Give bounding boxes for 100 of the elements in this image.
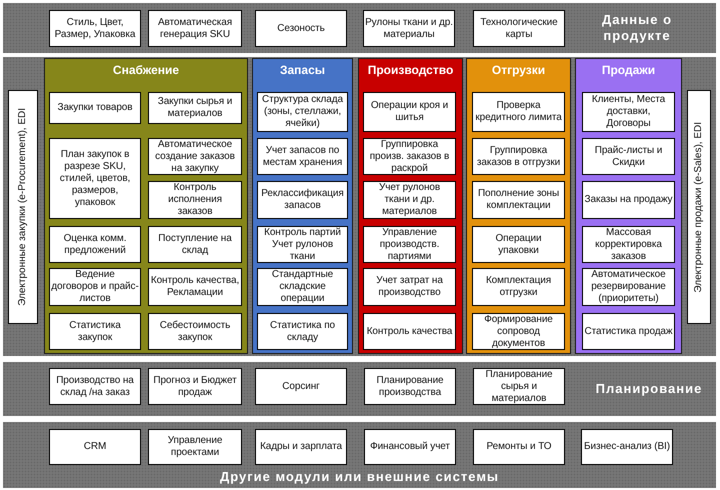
- function-label: Управление производств. партиями: [378, 226, 440, 262]
- function-box: [473, 368, 565, 405]
- module-column: [466, 58, 571, 354]
- function-box: [148, 368, 242, 405]
- function-label: Кадры и зарплата: [260, 441, 342, 453]
- function-box: [49, 92, 141, 124]
- function-box: [257, 313, 348, 350]
- function-label: Бизнес-анализ (BI): [584, 441, 670, 453]
- module-heading: Отгрузки: [490, 63, 546, 77]
- function-box: [364, 429, 456, 465]
- module-heading: Производство: [366, 63, 454, 77]
- function-box: [49, 138, 141, 219]
- function-label: Структура склада (зоны, стеллажи, ячейки): [261, 94, 344, 130]
- function-label: Учет запасов по местам хранения: [262, 144, 344, 168]
- function-label: CRM: [84, 441, 106, 453]
- function-label: Контроль качества, Рекламации: [150, 275, 240, 299]
- side-panel-label: Электронные закупки (e-Procurement), EDI: [17, 108, 29, 306]
- function-box: [472, 268, 565, 306]
- function-box: [363, 181, 456, 219]
- function-box: [148, 138, 242, 175]
- function-box: [582, 138, 675, 175]
- function-label: Сорсинг: [282, 380, 320, 392]
- function-label: Сезоность: [277, 22, 325, 34]
- function-label: Автоматическое резервирование (приоритеты): [590, 269, 667, 305]
- function-box: [148, 429, 242, 465]
- function-label: Стандартные складские операции: [270, 269, 334, 305]
- side-panel: [8, 90, 38, 324]
- function-label: Статистика продаж: [584, 326, 672, 338]
- function-label: Управление проектами: [166, 435, 224, 459]
- function-box: [148, 313, 242, 350]
- function-label: Реклассификация запасов: [260, 188, 345, 212]
- function-label: Финансовый учет: [370, 441, 450, 453]
- function-box: [148, 92, 242, 124]
- function-label: Операции кроя и шитья: [370, 100, 450, 124]
- function-label: Закупки сырья и материалов: [156, 96, 234, 120]
- function-label: Массовая корректировка заказов: [594, 226, 663, 262]
- function-label: Формирование сопровод документов: [483, 314, 554, 350]
- module-heading: Снабжение: [112, 63, 180, 77]
- function-box: [473, 10, 565, 47]
- module-column: [358, 58, 463, 354]
- module-heading: Запасы: [278, 63, 326, 77]
- function-box: [582, 226, 675, 263]
- function-box: [473, 429, 565, 465]
- function-label: Учет рулонов ткани: [270, 238, 334, 262]
- function-label: Клиенты, Места доставки, Договоры: [590, 94, 666, 130]
- section-heading: Планирование: [594, 381, 704, 397]
- function-label: Себестоимость закупок: [158, 320, 232, 344]
- function-box: [257, 138, 348, 175]
- section-band: [3, 57, 716, 356]
- function-label: Планирование сырья и материалов: [484, 368, 554, 404]
- section-heading: Другие модули или внешние системы: [218, 469, 500, 485]
- function-label: Прогноз и Бюджет продаж: [152, 374, 238, 398]
- function-box: [255, 10, 347, 47]
- function-label: Операции упаковки: [494, 232, 542, 256]
- function-box: [49, 313, 141, 350]
- function-box: [472, 226, 565, 263]
- function-box: [255, 429, 347, 465]
- function-label: Контроль качества: [366, 326, 452, 338]
- function-label: План закупок в разрезе SKU, стилей, цветов, размеров, упаковок: [58, 148, 132, 208]
- function-label: Пополнение зоны комплектации: [476, 188, 560, 212]
- function-box: [472, 138, 565, 175]
- function-box: [257, 226, 348, 263]
- module-column: [44, 58, 248, 354]
- function-label: Закупки товаров: [58, 102, 132, 114]
- function-box: [148, 226, 242, 263]
- function-box: [148, 181, 242, 219]
- function-label: Стиль, Цвет, Размер, Упаковка: [54, 16, 136, 40]
- function-label: Заказы на продажу: [584, 194, 672, 206]
- function-box: [582, 268, 675, 306]
- function-box: [49, 10, 141, 47]
- function-label: Прайс-листы и Скидки: [594, 144, 664, 168]
- function-box: [363, 92, 456, 132]
- module-column: [252, 58, 353, 354]
- function-label: Статистика закупок: [68, 320, 122, 344]
- section-heading: Данные о продукте: [600, 12, 674, 44]
- section-band: [3, 3, 716, 53]
- function-box: [49, 429, 141, 465]
- function-label: Технологические карты: [479, 16, 559, 40]
- function-box: [472, 181, 565, 219]
- function-label: Оценка комм. предложений: [62, 232, 128, 256]
- function-box: [363, 226, 456, 263]
- function-label: Учет затрат на производство: [375, 275, 444, 299]
- side-panel-label: Электронные продажи (e-Sales), EDI: [693, 122, 705, 292]
- function-box: [49, 226, 141, 263]
- function-box: [257, 268, 348, 306]
- function-box: [582, 92, 675, 132]
- function-box: [582, 313, 675, 350]
- function-label: Ремонты и ТО: [486, 441, 552, 453]
- function-box: [257, 181, 348, 219]
- function-box: [472, 313, 565, 350]
- function-box: [49, 368, 141, 405]
- function-box: [364, 368, 456, 405]
- function-label: Учет рулонов ткани и др. материалов: [378, 182, 442, 218]
- function-label: Группировка произв. заказов в раскрой: [368, 138, 450, 174]
- function-label: Статистика по складу: [269, 320, 336, 344]
- function-label: Планирование производства: [375, 374, 445, 398]
- function-label: Поступление на склад: [157, 232, 233, 256]
- function-label: Проверка кредитного лимита: [474, 100, 563, 124]
- function-label: Автоматическая генерация SKU: [156, 16, 234, 40]
- module-heading: Продажи: [600, 63, 656, 77]
